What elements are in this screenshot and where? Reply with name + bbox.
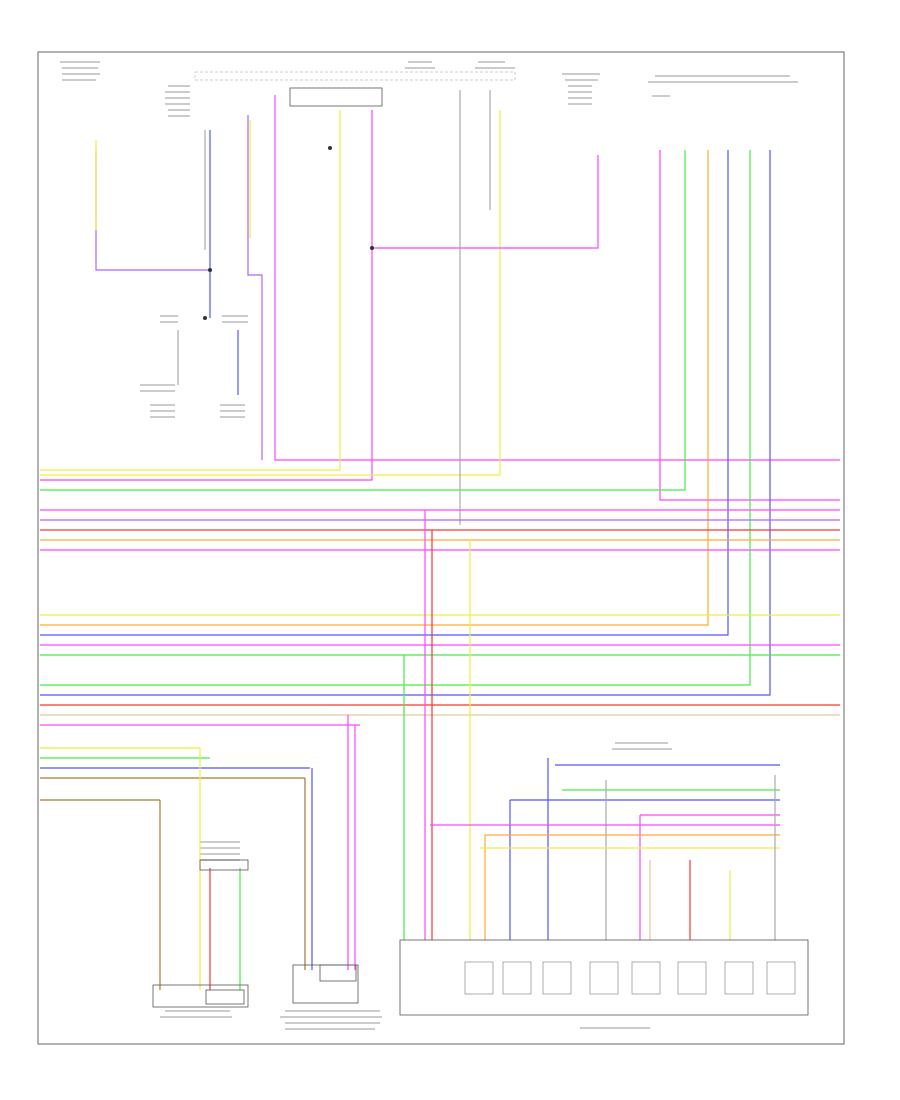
diagram-frame (37, 51, 845, 1045)
wire-pink-main (274, 95, 840, 461)
label-clusters (60, 61, 798, 1030)
pressure-sensor-box (199, 859, 249, 871)
fuel-pump-module-inner (205, 989, 245, 1005)
wire-pink-c (372, 155, 599, 249)
transmission-harness (430, 758, 780, 940)
fuel-pump-module (152, 984, 249, 1008)
wire-violet-left (95, 150, 210, 271)
bus-lines (40, 509, 840, 801)
fuel-tank-pressure-sensor (292, 964, 359, 1004)
top-connector-block (194, 71, 516, 81)
transmission-block (399, 939, 809, 1016)
wire-violet-upper (247, 115, 263, 460)
splice-dots (203, 146, 374, 320)
lower-drops (159, 510, 471, 990)
right-module-wires (40, 150, 840, 696)
fuse-box (289, 87, 383, 107)
upper-wires (40, 90, 840, 525)
wire-pink-b (40, 110, 373, 481)
wire-yellow-c (40, 110, 501, 476)
solenoid-pins (464, 961, 796, 995)
wire-yellow-b (40, 110, 341, 471)
fuel-tank-pressure-sensor-inner (319, 964, 357, 982)
